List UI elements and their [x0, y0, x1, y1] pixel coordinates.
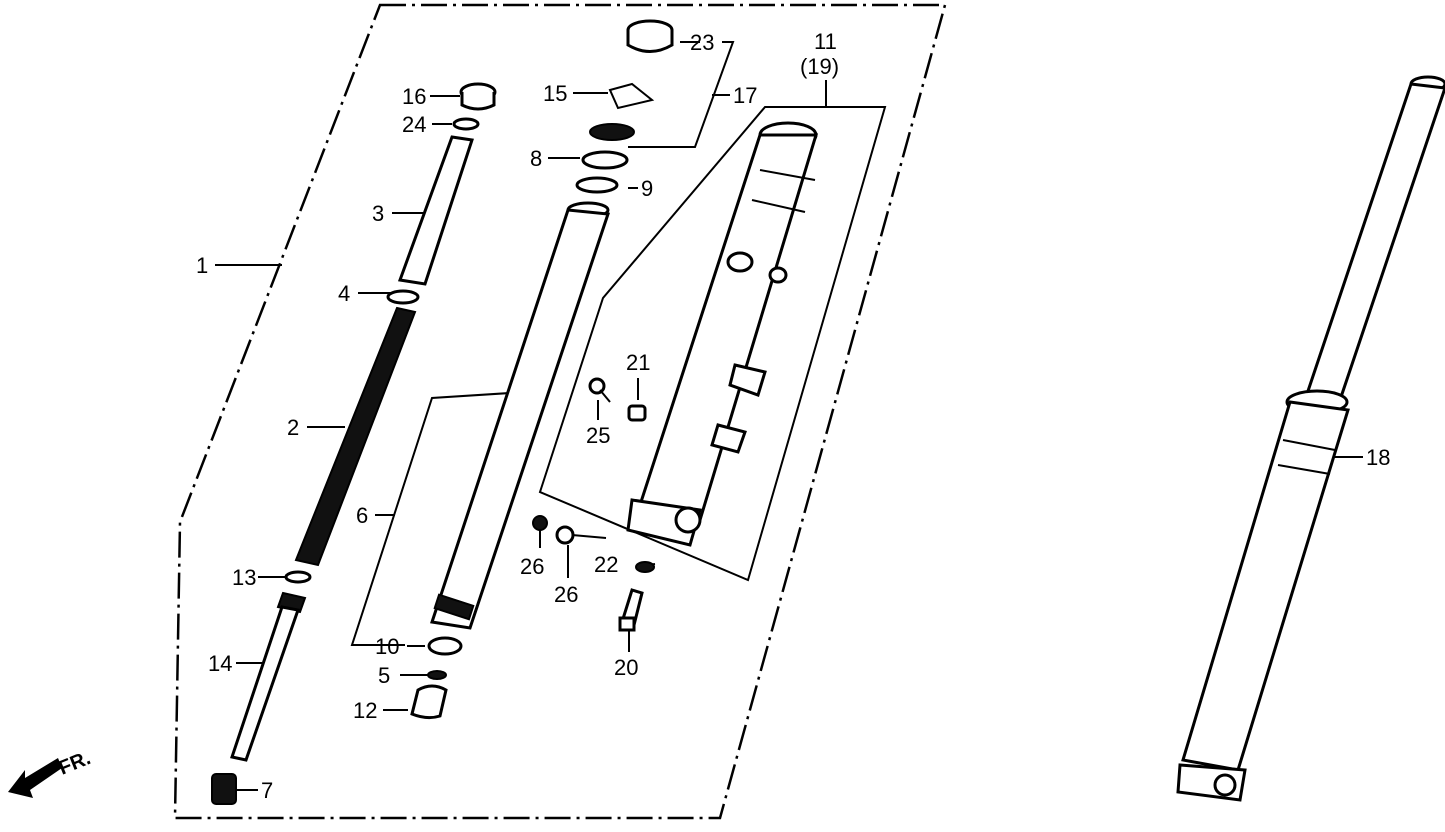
label-10: 10	[375, 634, 399, 659]
label-1: 1	[196, 253, 208, 278]
fork-piston-part	[230, 591, 307, 762]
oil-seal-cap-part	[626, 19, 674, 53]
oil-seal-part	[581, 150, 629, 170]
bolt-26b-part	[555, 525, 607, 545]
label-6: 6	[356, 503, 368, 528]
drain-bolt-part	[627, 404, 647, 422]
back-up-ring-part	[575, 176, 619, 194]
front-direction-text: FR.	[56, 747, 94, 779]
label-11: 11	[814, 29, 837, 54]
spacer-tube-part	[397, 135, 474, 286]
seat-part	[410, 684, 448, 720]
label-23: 23	[690, 30, 714, 55]
label-22: 22	[594, 552, 618, 577]
front-arrow-icon	[8, 758, 62, 798]
label-18: 18	[1366, 445, 1390, 470]
spring-seat-part	[386, 289, 420, 305]
front-direction-indicator: FR.	[8, 747, 94, 798]
leader-lines	[215, 41, 1363, 791]
axle-pinch-bolt-part	[635, 561, 655, 573]
fork-slider-part	[626, 121, 819, 547]
bolt-25-part	[588, 377, 611, 403]
label-20: 20	[614, 655, 638, 680]
assembled-fork-part	[1176, 75, 1445, 802]
dust-seal-part	[589, 123, 635, 141]
socket-bolt-part	[618, 588, 644, 632]
label-26a: 26	[520, 554, 544, 579]
fork-cap-bolt-part	[459, 82, 497, 111]
label-12: 12	[353, 698, 377, 723]
oil-lock-piece-part	[211, 773, 237, 805]
label-24: 24	[402, 112, 426, 137]
piston-ring-part	[284, 570, 312, 584]
fork-pipe-boundary	[350, 392, 511, 646]
slider-boundary	[538, 106, 887, 582]
clip-part	[608, 82, 655, 110]
label-25: 25	[586, 423, 610, 448]
label-7: 7	[261, 778, 273, 803]
label-26b: 26	[554, 582, 578, 607]
label-15: 15	[543, 81, 567, 106]
part-labels: 1 2 3 4 5 6 7 8 9 10 11 (19) 12 13 14 15…	[196, 29, 1390, 803]
label-3: 3	[372, 201, 384, 226]
o-ring-part	[452, 117, 480, 131]
label-13: 13	[232, 565, 256, 590]
washer-26a-part	[532, 515, 548, 531]
label-9: 9	[641, 176, 653, 201]
label-16: 16	[402, 84, 426, 109]
label-4: 4	[338, 281, 350, 306]
label-21: 21	[626, 350, 650, 375]
label-14: 14	[208, 651, 232, 676]
fork-spring-part	[294, 306, 417, 567]
assembly-boundary	[173, 3, 947, 820]
label-2: 2	[287, 415, 299, 440]
label-19: (19)	[800, 54, 839, 79]
guide-bushing-part	[427, 670, 447, 680]
fork-pipe-part	[430, 201, 611, 630]
label-17: 17	[733, 83, 757, 108]
label-5: 5	[378, 663, 390, 688]
label-8: 8	[530, 146, 542, 171]
slider-bushing-part	[427, 636, 463, 656]
